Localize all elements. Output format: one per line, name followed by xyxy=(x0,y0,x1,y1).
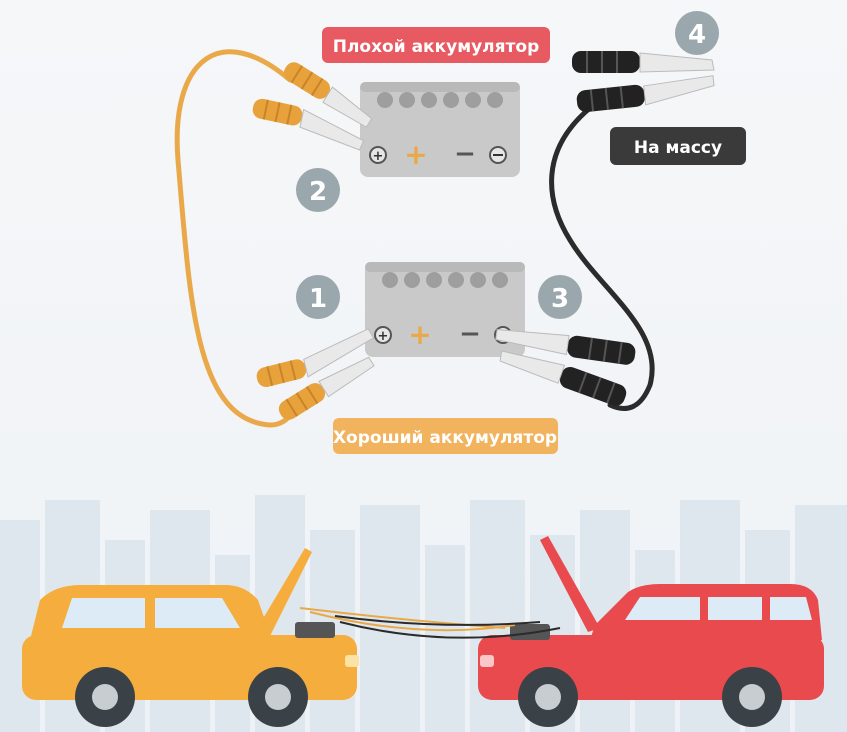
step-badge-2: 2 xyxy=(296,168,340,212)
svg-text:2: 2 xyxy=(309,177,327,207)
plus-terminal-icon xyxy=(369,146,387,164)
red-car-hood xyxy=(540,536,600,632)
svg-text:+: + xyxy=(378,329,389,344)
orange-cable xyxy=(174,49,298,428)
step-badge-4: 4 xyxy=(675,11,719,55)
orange-clamp-good-battery-1 xyxy=(256,328,375,388)
svg-text:+: + xyxy=(373,149,384,164)
clamp-icon xyxy=(567,335,636,365)
plus-sign: + xyxy=(408,318,431,351)
svg-text:Плохой аккумулятор: Плохой аккумулятор xyxy=(333,37,540,57)
battery-cells xyxy=(377,92,503,108)
svg-text:4: 4 xyxy=(688,20,706,50)
red-car-battery xyxy=(510,624,550,640)
clamp-icon xyxy=(576,84,645,113)
minus-sign: − xyxy=(459,319,481,349)
car-jump-cables xyxy=(299,607,561,639)
battery-icon xyxy=(360,82,520,177)
black-clamp-ground-1 xyxy=(572,51,715,73)
orange-clamp-good-battery-2 xyxy=(278,356,375,420)
black-clamp-ground-2 xyxy=(576,75,715,113)
battery-icon xyxy=(365,262,525,357)
svg-text:3: 3 xyxy=(551,284,569,314)
bad-battery: + + − xyxy=(360,82,520,177)
red-car xyxy=(478,536,824,727)
step-badge-3: 3 xyxy=(538,275,582,319)
bad-battery-label: Плохой аккумулятор xyxy=(322,27,550,63)
clamp-icon xyxy=(572,51,640,73)
black-clamp-good-battery-1 xyxy=(495,329,636,365)
orange-clamp-bad-battery-2 xyxy=(252,98,365,151)
step-badge-1: 1 xyxy=(296,275,340,319)
plus-terminal-icon xyxy=(374,326,392,344)
svg-text:1: 1 xyxy=(309,284,327,314)
plus-sign: + xyxy=(404,138,427,171)
svg-text:Хороший аккумулятор: Хороший аккумулятор xyxy=(333,428,557,448)
orange-clamp-bad-battery-1 xyxy=(283,62,373,128)
yellow-car-hood xyxy=(255,548,312,636)
car-icon xyxy=(30,585,272,640)
yellow-car xyxy=(22,548,359,727)
good-battery: + + − xyxy=(365,262,525,357)
battery-cells xyxy=(382,272,508,288)
svg-text:На массу: На массу xyxy=(634,138,722,158)
yellow-car-battery xyxy=(295,622,335,638)
minus-sign: − xyxy=(454,139,476,169)
black-clamp-good-battery-2 xyxy=(499,350,627,406)
good-battery-label: Хороший аккумулятор xyxy=(333,418,558,454)
black-cable xyxy=(549,105,655,411)
ground-label: На массу xyxy=(610,127,746,165)
